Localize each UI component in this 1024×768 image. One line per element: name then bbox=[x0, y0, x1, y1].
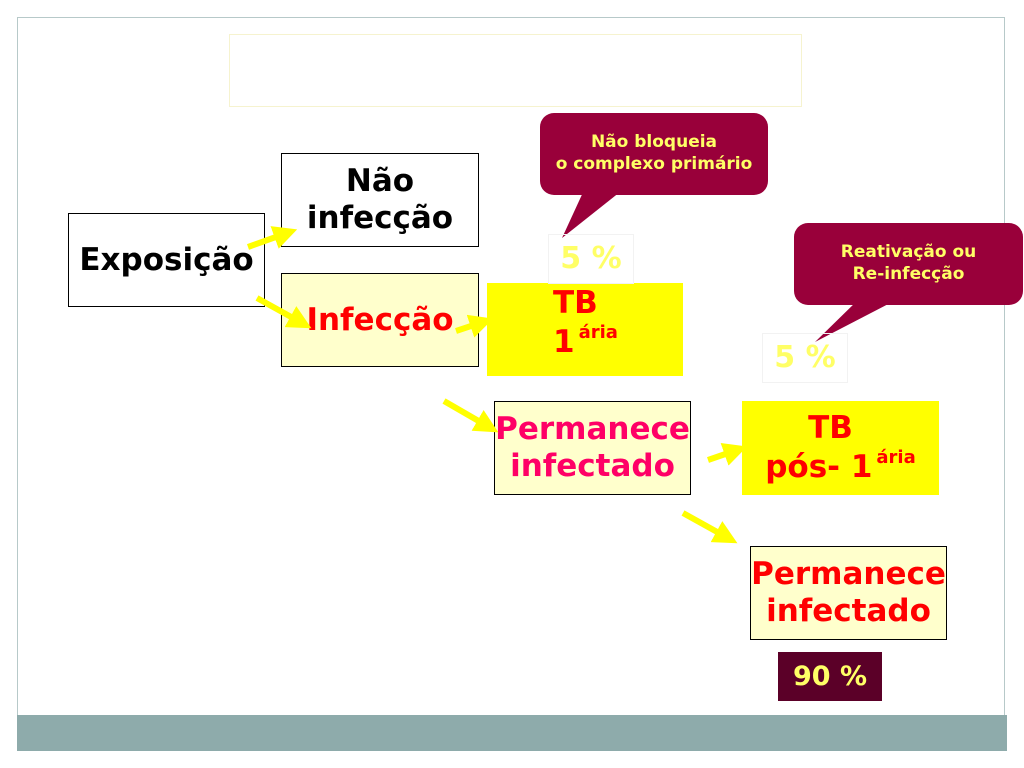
pct-post-primary: 5 % bbox=[762, 333, 848, 383]
node-nao-infeccao: Não infecção bbox=[281, 153, 479, 247]
callout-reactivation: Reativação ou Re-infecção bbox=[794, 223, 1023, 305]
pct-primary: 5 % bbox=[548, 234, 634, 284]
callout-reactivation-line1: Reativação ou bbox=[840, 242, 977, 263]
node-tb-primaria-sup: ária bbox=[578, 321, 618, 343]
callout-tail-reactivation bbox=[815, 298, 900, 342]
node-tb-pos-prefix: pós- 1 bbox=[765, 449, 873, 485]
node-infeccao-label: Infecção bbox=[306, 301, 454, 338]
node-nao-infeccao-line2: infecção bbox=[306, 200, 454, 236]
callout-primary-line1: Não bloqueia bbox=[590, 132, 718, 153]
pct-primary-value: 5 % bbox=[560, 241, 622, 276]
arrow-exposicao-to-nao-infeccao bbox=[246, 226, 298, 250]
pct-remain: 90 % bbox=[778, 652, 882, 701]
title-placeholder bbox=[229, 34, 802, 107]
node-infeccao: Infecção bbox=[281, 273, 479, 367]
node-permanece-infectado-1: Permanece infectado bbox=[494, 401, 691, 495]
callout-tail-primary bbox=[562, 188, 625, 238]
node-permanece-2-line1: Permanece bbox=[751, 556, 946, 593]
arrow-exposicao-to-infeccao bbox=[255, 295, 312, 329]
callout-reactivation-line2: Re-infecção bbox=[852, 264, 965, 284]
node-tb-primaria-num: 1 bbox=[553, 323, 575, 360]
node-exposicao: Exposição bbox=[68, 213, 265, 307]
callout-primary-complex: Não bloqueia o complexo primário bbox=[540, 113, 768, 195]
node-permanece-1-line1: Permanece bbox=[495, 411, 690, 448]
arrow-infeccao-to-tb-primaria bbox=[455, 314, 494, 338]
node-permanece-infectado-2: Permanece infectado bbox=[750, 546, 947, 640]
node-tb-primaria-main: TB bbox=[553, 285, 598, 321]
footer-band bbox=[17, 715, 1007, 751]
node-permanece-1-line2: infectado bbox=[510, 448, 675, 484]
node-tb-pos-sup: ária bbox=[876, 447, 916, 468]
node-tb-pos-main: TB bbox=[808, 410, 853, 447]
node-nao-infeccao-line1: Não bbox=[345, 163, 415, 200]
arrow-permanece-1-to-tb-pos bbox=[707, 442, 748, 466]
arrow-infeccao-to-permanece-1 bbox=[442, 398, 499, 433]
node-permanece-2-line2: infectado bbox=[766, 593, 931, 629]
pct-remain-value: 90 % bbox=[792, 660, 868, 692]
arrow-permanece-1-to-permanece-2 bbox=[681, 510, 738, 544]
node-exposicao-label: Exposição bbox=[79, 241, 254, 278]
pct-post-primary-value: 5 % bbox=[774, 340, 836, 375]
callout-primary-line2: o complexo primário bbox=[555, 154, 753, 174]
